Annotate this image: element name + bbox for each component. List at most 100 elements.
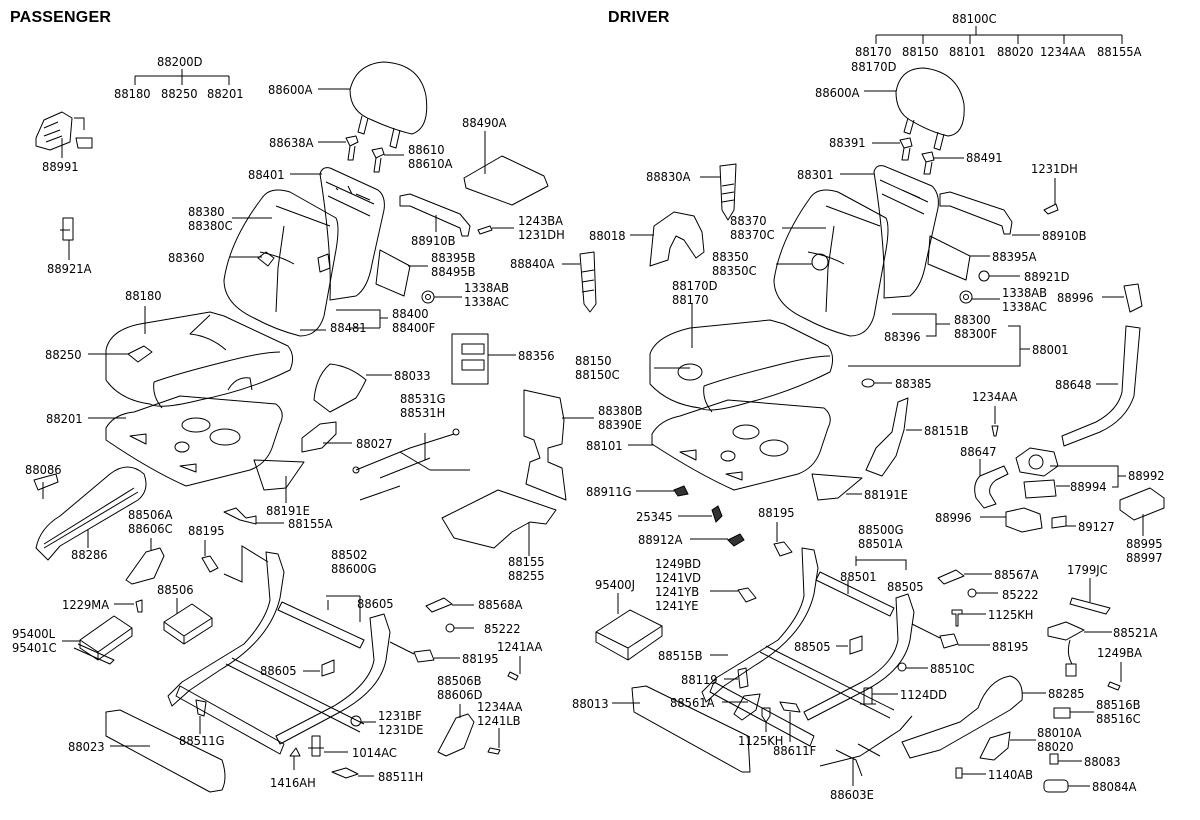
label-88995[interactable]: 88995 88997 [1126,536,1163,565]
label-88648[interactable]: 88648 [1055,377,1092,392]
label-88531G[interactable]: 88531G 88531H [400,391,446,420]
label-88911G[interactable]: 88911G [586,484,632,499]
label-88605-a[interactable]: 88605 [357,596,394,611]
label-88994[interactable]: 88994 [1070,479,1107,494]
label-88996-top[interactable]: 88996 [1057,290,1094,305]
label-88400[interactable]: 88400 88400F [392,306,436,335]
label-88511H[interactable]: 88511H [378,769,424,784]
label-88170-kit[interactable]: 88170 [855,44,892,59]
label-88119[interactable]: 88119 [681,672,718,687]
label-88912A[interactable]: 88912A [638,532,683,547]
label-88100C[interactable]: 88100C [952,11,997,26]
label-88401[interactable]: 88401 [248,167,285,182]
label-88515B[interactable]: 88515B [658,648,703,663]
label-1338AB-driver[interactable]: 1338AB 1338AC [1002,285,1048,314]
label-1249BA[interactable]: 1249BA [1097,645,1143,660]
label-88150-kit[interactable]: 88150 [902,44,939,59]
label-88610[interactable]: 88610 88610A [408,142,453,171]
label-88605-b[interactable]: 88605 [260,663,297,678]
label-88506A[interactable]: 88506A 88606C [128,507,173,536]
label-1338AB-passenger[interactable]: 1338AB 1338AC [464,280,510,309]
label-88991[interactable]: 88991 [42,159,79,174]
label-88395B[interactable]: 88395B 88495B [431,250,476,279]
label-88505-b[interactable]: 88505 [794,639,831,654]
label-1234AA-kit[interactable]: 1234AA [1040,44,1086,59]
label-88521A[interactable]: 88521A [1113,625,1158,640]
label-1243BA[interactable]: 1243BA 1231DH [518,213,565,242]
label-88001[interactable]: 88001 [1032,342,1069,357]
label-88370[interactable]: 88370 88370C [730,213,775,242]
label-88360[interactable]: 88360 [168,250,205,265]
label-1416AH[interactable]: 1416AH [270,775,316,790]
label-88505-a[interactable]: 88505 [887,579,924,594]
label-89127[interactable]: 89127 [1078,519,1115,534]
label-88155A-kit[interactable]: 88155A [1097,44,1142,59]
label-1125KH-b[interactable]: 1125KH [738,733,784,748]
label-95400J[interactable]: 95400J [595,577,635,592]
label-88020-kit[interactable]: 88020 [997,44,1034,59]
label-85222-passenger[interactable]: 85222 [484,621,521,636]
label-25345[interactable]: 25345 [636,509,673,524]
label-88996-bottom[interactable]: 88996 [935,510,972,525]
label-88500G[interactable]: 88500G 88501A [858,522,904,551]
label-88395A[interactable]: 88395A [992,249,1037,264]
label-1229MA[interactable]: 1229MA [62,597,110,612]
label-88151B[interactable]: 88151B [924,423,969,438]
label-1140AB[interactable]: 1140AB [988,767,1034,782]
label-88600A-driver[interactable]: 88600A [815,85,860,100]
label-88506[interactable]: 88506 [157,582,194,597]
label-88250[interactable]: 88250 [45,347,82,362]
label-88155[interactable]: 88155 88255 [508,554,545,583]
label-88195-passenger-b[interactable]: 88195 [462,651,499,666]
label-88396[interactable]: 88396 [884,329,921,344]
label-88200D[interactable]: 88200D [157,54,203,69]
label-88567A[interactable]: 88567A [994,567,1039,582]
label-88250-kit[interactable]: 88250 [161,86,198,101]
label-88170D[interactable]: 88170D 88170 [672,278,718,307]
label-88840A[interactable]: 88840A [510,256,555,271]
label-88921A[interactable]: 88921A [47,261,92,276]
label-88638A[interactable]: 88638A [269,135,314,150]
label-88086[interactable]: 88086 [25,462,62,477]
label-88170D-kit[interactable]: 88170D [851,59,897,74]
label-88501[interactable]: 88501 [840,569,877,584]
label-88083[interactable]: 88083 [1084,754,1121,769]
label-88910B-passenger[interactable]: 88910B [411,233,456,248]
label-1799JC[interactable]: 1799JC [1067,562,1108,577]
label-88481[interactable]: 88481 [330,320,367,335]
label-88285[interactable]: 88285 [1048,686,1085,701]
label-1125KH[interactable]: 1125KH [988,607,1034,622]
label-88490A[interactable]: 88490A [462,115,507,130]
label-88561A[interactable]: 88561A [670,695,715,710]
label-1124DD[interactable]: 1124DD [900,687,947,702]
label-88018[interactable]: 88018 [589,228,626,243]
label-88195-passenger-a[interactable]: 88195 [188,523,225,538]
label-88380B[interactable]: 88380B 88390E [598,403,643,432]
label-88568A[interactable]: 88568A [478,597,523,612]
label-88511G[interactable]: 88511G [179,733,225,748]
label-88286[interactable]: 88286 [71,547,108,562]
label-88502[interactable]: 88502 88600G [331,547,377,576]
label-88506B[interactable]: 88506B 88606D [437,673,483,702]
label-1231DH-driver[interactable]: 1231DH [1031,161,1078,176]
label-1234AA-passenger[interactable]: 1234AA 1241LB [477,699,523,728]
label-88033[interactable]: 88033 [394,368,431,383]
label-88600A-passenger[interactable]: 88600A [268,82,313,97]
label-1231BF[interactable]: 1231BF 1231DE [378,708,424,737]
label-1234AA-driver[interactable]: 1234AA [972,389,1018,404]
label-88013[interactable]: 88013 [572,696,609,711]
label-88611F[interactable]: 88611F [773,743,817,758]
label-88191E-driver[interactable]: 88191E [864,487,908,502]
label-88301[interactable]: 88301 [797,167,834,182]
label-88510C[interactable]: 88510C [930,661,975,676]
label-88992[interactable]: 88992 [1128,468,1165,483]
label-88380[interactable]: 88380 88380C [188,204,233,233]
label-88830A[interactable]: 88830A [646,169,691,184]
label-88191E-passenger[interactable]: 88191E [266,503,310,518]
label-88195-driver-a[interactable]: 88195 [758,505,795,520]
label-88491[interactable]: 88491 [966,150,1003,165]
label-88516B[interactable]: 88516B 88516C [1096,697,1141,726]
label-95400L[interactable]: 95400L 95401C [12,626,57,655]
label-1241AA[interactable]: 1241AA [497,639,543,654]
label-1249BD[interactable]: 1249BD 1241VD 1241YB 1241YE [655,556,702,613]
